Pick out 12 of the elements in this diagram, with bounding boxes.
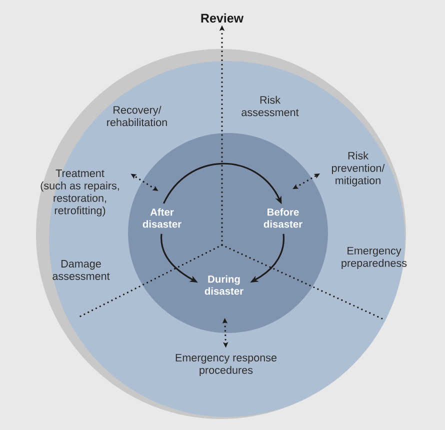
inner-circle [128, 133, 328, 333]
phase-label: After disaster [142, 208, 182, 228]
activity-label: Recovery/ rehabilitation [107, 106, 167, 126]
heading: Review [201, 13, 244, 23]
activity-label: Emergency preparedness [342, 246, 407, 270]
activity-label: Emergency response procedures [176, 354, 277, 376]
phase-label: During disaster [204, 275, 244, 295]
activity-label: Treatment (such as repairs, restoration, retrofitting) [40, 170, 119, 216]
activity-label: Risk prevention/ mitigation [332, 152, 385, 186]
phase-label: Before disaster [264, 208, 302, 228]
activity-label: Risk assessment [242, 96, 299, 116]
activity-label: Damage assessment [52, 260, 110, 280]
